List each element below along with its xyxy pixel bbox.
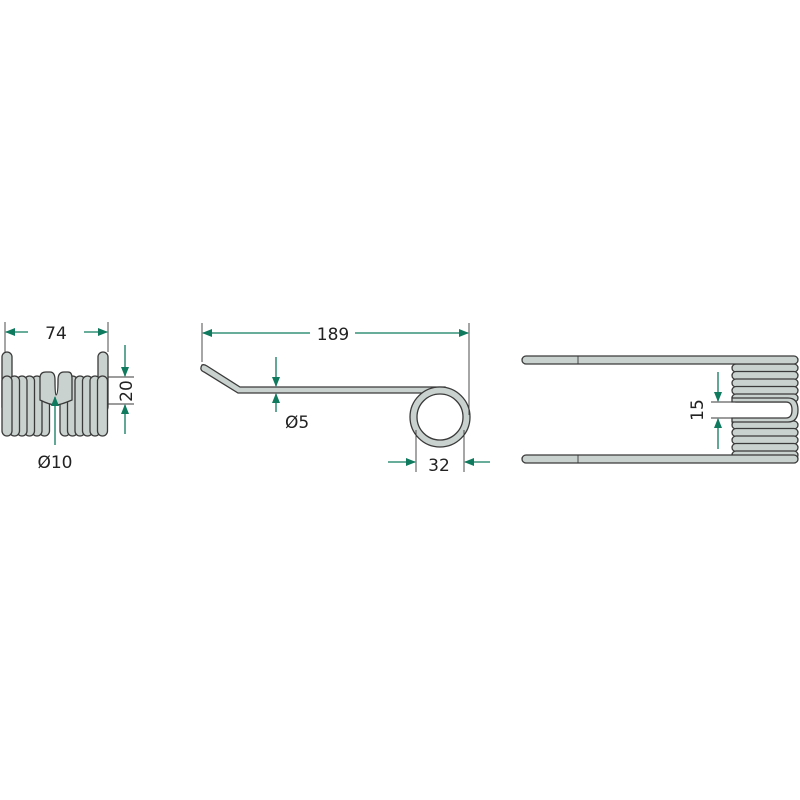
coil-turn	[731, 378, 799, 388]
coil-stack	[731, 363, 799, 460]
coil-turn	[731, 427, 799, 438]
coil-turn	[731, 363, 799, 373]
bottom-rod	[521, 454, 799, 464]
top-rod	[521, 355, 799, 365]
diameter-dimension-label: Ø10	[37, 453, 72, 473]
front-view: 74 20 Ø10	[1, 322, 137, 473]
side-view: 189 Ø5 32	[200, 323, 490, 476]
height-dimension-label: 20	[117, 380, 137, 402]
coil-turn	[731, 385, 799, 396]
top-view: 15	[521, 355, 799, 464]
coil-inner	[416, 393, 464, 441]
coil-bridge	[39, 371, 73, 406]
gap-dimension-label: 15	[688, 399, 708, 421]
coil-turn	[1, 375, 13, 437]
wire-diameter-label: Ø5	[285, 413, 309, 433]
width-dimension-label: 74	[45, 324, 67, 344]
coil-turn	[731, 442, 799, 453]
coil-loop	[731, 397, 799, 423]
tine-profile	[200, 364, 446, 394]
coil-dimension-label: 32	[428, 456, 450, 476]
coil-turn	[731, 370, 799, 381]
length-dimension-label: 189	[317, 325, 349, 345]
coil-turn	[731, 435, 799, 445]
coil-turn	[96, 375, 109, 437]
coil-left	[1, 375, 51, 437]
